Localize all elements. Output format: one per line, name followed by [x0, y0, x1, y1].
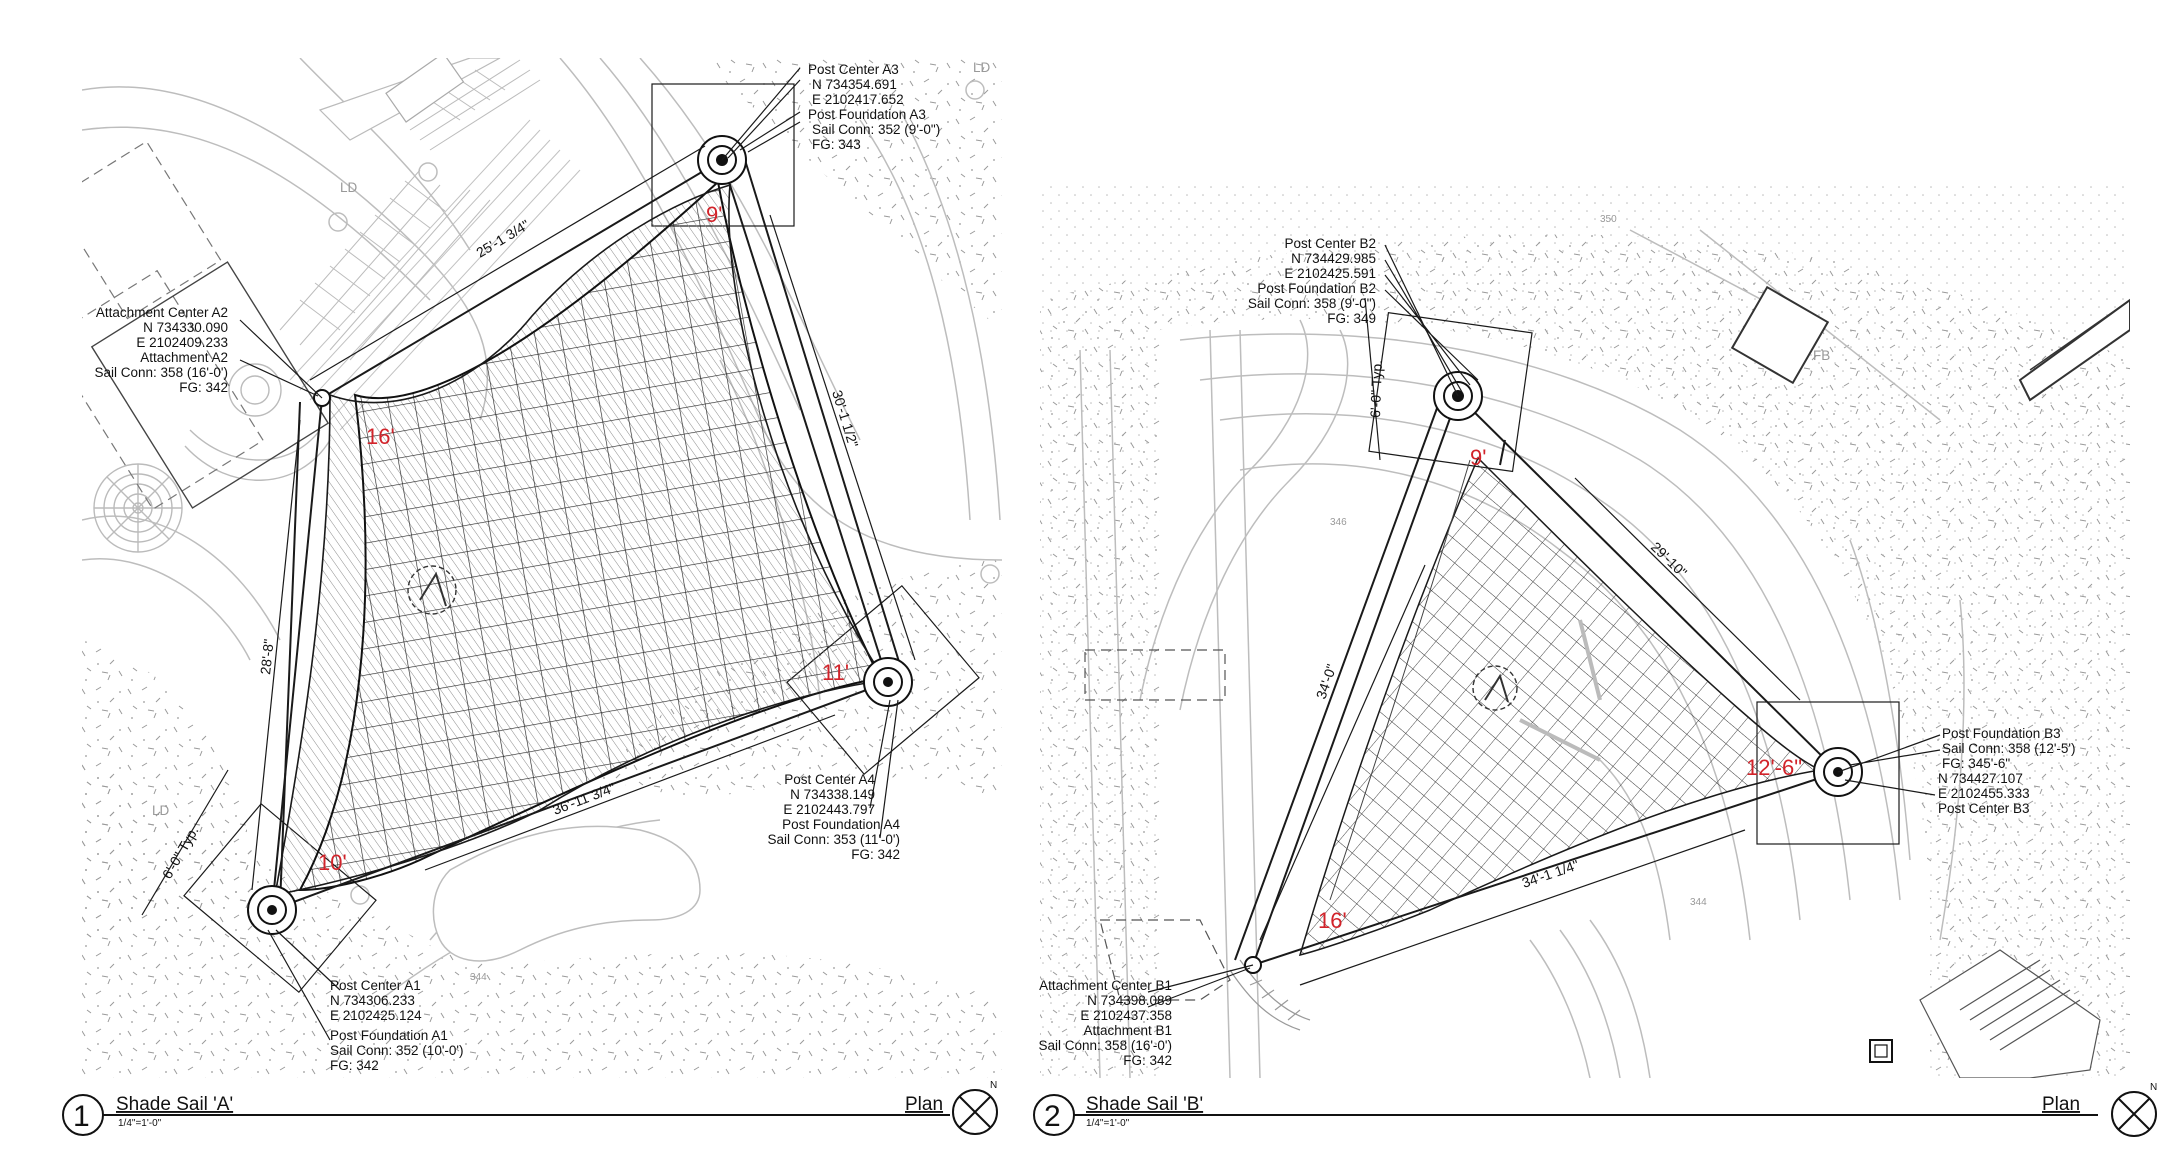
drawing-b: FB 346 344 350	[1033, 185, 2157, 1137]
callout-b3-line6: Post Center B3	[1938, 801, 2030, 816]
callout-a3-line5: Sail Conn: 352 (9'-0")	[812, 122, 940, 137]
callout-a1-line2: N 734306.233	[330, 993, 415, 1008]
callout-a2-line5: Sail Conn: 358 (16'-0')	[95, 365, 228, 380]
callout-b1-line6: FG: 342	[1123, 1053, 1172, 1068]
callout-a1-line1: Post Center A1	[330, 978, 421, 993]
contour-label: 344	[470, 972, 487, 983]
post-a4	[863, 657, 913, 707]
drawing-title-b: Shade Sail 'B'	[1086, 1094, 1203, 1115]
contour-label-b2: 344	[1690, 897, 1707, 908]
callout-a4-line1: Post Center A4	[784, 772, 875, 787]
height-b-bottom: 16'	[1318, 908, 1347, 933]
drawing-title-a: Shade Sail 'A'	[116, 1094, 233, 1115]
callout-a2-line3: E 2102409.233	[136, 335, 228, 350]
sail-a-cables	[271, 159, 901, 911]
callout-attachment-b1: Attachment Center B1 N 734398.089 E 2102…	[1039, 978, 1172, 1068]
callout-b1-line5: Sail Conn: 358 (16'-0')	[1039, 1038, 1172, 1053]
height-a-left: 16'	[366, 424, 395, 449]
callout-b2-line2: N 734429.985	[1291, 251, 1376, 266]
callout-post-a1: Post Center A1 N 734306.233 E 2102425.12…	[330, 978, 463, 1073]
contour-label-b1: 346	[1330, 517, 1347, 528]
callout-b2-line4: Post Foundation B2	[1257, 281, 1376, 296]
ld-label-3: LD	[152, 803, 170, 818]
callout-b2-line6: FG: 349	[1327, 311, 1376, 326]
callout-b1-line3: E 2102437.358	[1080, 1008, 1172, 1023]
dimension-lines-b	[1259, 297, 1801, 986]
height-a-right: 11'	[822, 660, 849, 685]
callout-a3-line2: N 734354.691	[812, 77, 897, 92]
callout-a4-line5: Sail Conn: 353 (11'-0')	[768, 832, 900, 847]
height-a-top: 9'	[706, 202, 722, 227]
slide-spiral-a	[93, 463, 183, 553]
north-label-b: N	[2150, 1082, 2157, 1093]
callout-post-a4: Post Center A4 N 734338.149 E 2102443.79…	[768, 772, 901, 862]
shade-sail-a	[273, 180, 887, 897]
callout-a1-line3: E 2102425.124	[330, 1008, 422, 1023]
callout-attachment-a2: Attachment Center A2 N 734330.090 E 2102…	[95, 305, 228, 395]
callout-post-b3: Post Foundation B3 Sail Conn: 358 (12'-5…	[1938, 726, 2075, 816]
callout-a3-line4: Post Foundation A3	[808, 107, 926, 122]
callout-b3-line2: Sail Conn: 358 (12'-5')	[1942, 741, 2075, 756]
north-label-a: N	[990, 1080, 997, 1091]
drawing-scale-a: 1/4"=1'-0"	[118, 1118, 162, 1129]
height-b-right: 12'-6"	[1746, 755, 1802, 780]
callout-a2-line6: FG: 342	[179, 380, 228, 395]
height-a-bottom: 10'	[318, 850, 347, 875]
callout-b1-line1: Attachment Center B1	[1039, 978, 1172, 993]
stair-structure-a	[279, 59, 541, 361]
ld-label-2: LD	[973, 60, 991, 75]
callout-a3-line3: E 2102417.652	[812, 92, 904, 107]
callout-a2-line1: Attachment Center A2	[96, 305, 228, 320]
stair-structure-b	[1919, 949, 2101, 1078]
callout-b3-line4: N 734427.107	[1938, 771, 2023, 786]
north-arrow-icon: N	[952, 1080, 998, 1135]
callout-b2-line1: Post Center B2	[1284, 236, 1376, 251]
callout-a1-line4: Post Foundation A1	[330, 1028, 448, 1043]
callout-post-b2: Post Center B2 N 734429.985 E 2102425.59…	[1248, 236, 1376, 326]
callout-b2-line5: Sail Conn: 358 (9'-0")	[1248, 296, 1376, 311]
callout-a1-line5: Sail Conn: 352 (10'-0')	[330, 1043, 463, 1058]
callout-a4-line3: E 2102443.797	[783, 802, 875, 817]
leaders-b	[1147, 244, 1941, 1008]
plan-label-a: Plan	[905, 1094, 943, 1115]
callout-a2-line2: N 734330.090	[143, 320, 228, 335]
foundation-b2	[1368, 311, 1533, 473]
dim-a-left: 28'-8"	[257, 638, 277, 675]
callout-a1-line6: FG: 342	[330, 1058, 379, 1073]
dimension-lines-a	[141, 145, 916, 916]
callout-a4-line2: N 734338.149	[790, 787, 875, 802]
leaders-a	[239, 67, 899, 1041]
callout-b1-line2: N 734398.089	[1087, 993, 1172, 1008]
drawing-scale-b: 1/4"=1'-0"	[1086, 1118, 1130, 1129]
callout-a4-line4: Post Foundation A4	[782, 817, 900, 832]
callout-a2-line4: Attachment A2	[140, 350, 228, 365]
ld-label-1: LD	[340, 180, 358, 195]
callout-b3-line5: E 2102455.333	[1938, 786, 2030, 801]
drawing-number-b: 2	[1044, 1100, 1061, 1133]
site-background-a: LD LD LD 344	[82, 58, 1002, 1078]
callout-a3-line6: FG: 343	[812, 137, 861, 152]
north-arrow-icon: N	[2111, 1082, 2157, 1137]
title-block-b: 2 Shade Sail 'B' 1/4"=1'-0" Plan N	[1033, 1082, 2157, 1137]
callout-b3-line3: FG: 345'-6"	[1942, 756, 2010, 771]
callout-a3-line1: Post Center A3	[808, 62, 899, 77]
sail-b-cables	[1234, 395, 1839, 966]
callout-b3-line1: Post Foundation B3	[1942, 726, 2061, 741]
drawing-a: LD LD LD 344	[62, 58, 1002, 1136]
shade-sail-b	[1298, 456, 1823, 957]
drawing-number-a: 1	[73, 1100, 90, 1133]
plan-label-b: Plan	[2042, 1094, 2080, 1115]
dim-b-footing: 6'-0" Typ.	[1367, 360, 1385, 418]
callout-post-a3: Post Center A3 N 734354.691 E 2102417.65…	[808, 62, 940, 152]
callout-b2-line3: E 2102425.591	[1284, 266, 1376, 281]
height-b-top: 9'	[1470, 445, 1486, 470]
callout-a4-line6: FG: 342	[851, 847, 900, 862]
fb-label: FB	[1813, 348, 1830, 363]
title-block-a: 1 Shade Sail 'A' 1/4"=1'-0" Plan N	[62, 1080, 998, 1136]
contour-label-b3: 350	[1600, 214, 1617, 225]
callout-b1-line4: Attachment B1	[1083, 1023, 1172, 1038]
post-a1	[247, 885, 297, 935]
